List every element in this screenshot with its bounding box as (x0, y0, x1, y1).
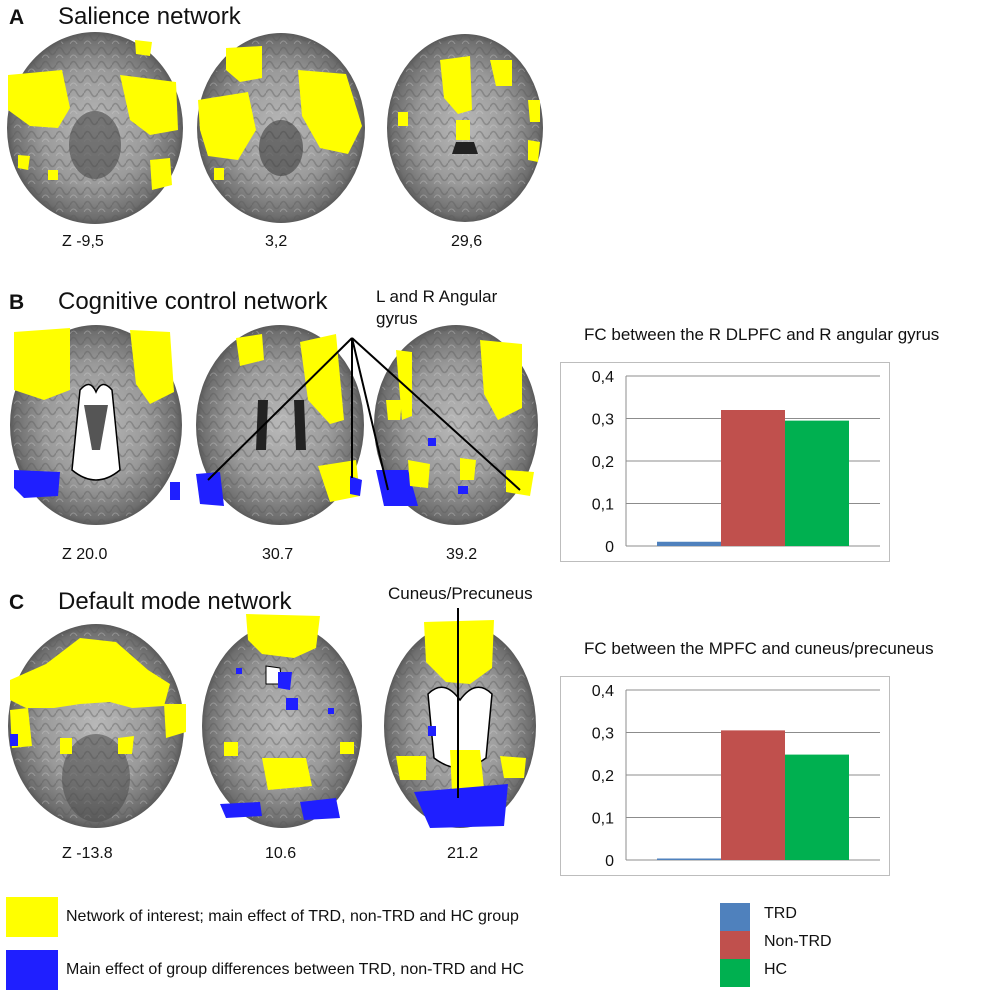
chart-2-title: FC between the MPFC and cuneus/precuneus (584, 639, 934, 658)
chart-frame (560, 362, 890, 562)
brain-slice-b2 (196, 325, 364, 525)
panel-b-letter: B (9, 291, 25, 314)
y-tick-label: 0,2 (592, 768, 614, 785)
y-tick-label: 0,4 (592, 683, 614, 700)
panel-a-title: Salience network (58, 3, 241, 30)
y-tick-label: 0 (605, 853, 614, 870)
bar-trd (657, 858, 721, 860)
y-tick-label: 0 (605, 539, 614, 556)
yellow-activation (8, 70, 70, 128)
legend-non-trd-label: Non-TRD (764, 933, 832, 950)
legend-trd-swatch (720, 903, 750, 931)
legend-non-trd-swatch (720, 931, 750, 959)
brain-slice-a2 (197, 33, 365, 223)
bar-hc (785, 754, 849, 860)
panel-c-letter: C (9, 591, 25, 614)
legend-yellow-text: Network of interest; main effect of TRD,… (66, 908, 519, 925)
brain-slice-a1 (7, 32, 183, 224)
chart-1-title: FC between the R DLPFC and R angular gyr… (584, 325, 940, 344)
angular-gyrus-annotation: L and R Angular (376, 287, 498, 306)
slice-label: Z -9,5 (62, 233, 104, 250)
slice-label: 29,6 (451, 233, 483, 250)
panel-b-title: Cognitive control network (58, 288, 328, 315)
fc-mpfc-cuneus-bar-chart: 0 0,1 0,2 0,3 0,4 (560, 676, 890, 876)
legend-hc-swatch (720, 959, 750, 987)
slice-label: Z -13.8 (62, 845, 113, 862)
panel-a-brain-slices (7, 32, 543, 224)
y-tick-label: 0,3 (592, 412, 614, 429)
brain-slice-c3 (384, 620, 536, 828)
y-tick-label: 0,4 (592, 369, 614, 386)
legend-trd-label: TRD (764, 905, 797, 922)
panel-c-brain-slices (8, 608, 536, 828)
slice-label: 21.2 (447, 845, 479, 862)
slice-label: 10.6 (265, 845, 297, 862)
bar-hc (785, 420, 849, 546)
chart-frame (560, 676, 890, 876)
brain-slice-c1 (8, 624, 186, 828)
slice-label: 30.7 (262, 546, 294, 563)
panel-b-brain-slices (10, 325, 538, 525)
panel-c-title: Default mode network (58, 588, 292, 615)
y-tick-label: 0,3 (592, 726, 614, 743)
y-tick-label: 0,1 (592, 811, 614, 828)
panel-a-letter: A (9, 6, 25, 29)
yellow-activation (120, 75, 178, 135)
brain-slice-a3 (387, 34, 543, 222)
bar-non-trd (721, 730, 785, 860)
angular-gyrus-pointer-lines (207, 337, 521, 491)
cuneus-annotation: Cuneus/Precuneus (388, 584, 533, 603)
y-tick-label: 0,2 (592, 454, 614, 471)
slice-label: Z 20.0 (62, 546, 108, 563)
brain-slice-b3 (374, 325, 538, 525)
brain-slice-c2 (202, 614, 362, 828)
angular-gyrus-annotation-cont: gyrus (376, 309, 418, 328)
legend-yellow-swatch (6, 897, 58, 937)
slice-label: 3,2 (265, 233, 288, 250)
bar-trd (657, 541, 721, 546)
legend-hc-label: HC (764, 961, 788, 978)
bar-non-trd (721, 410, 785, 546)
legend-blue-swatch (6, 950, 58, 990)
slice-label: 39.2 (446, 546, 478, 563)
fc-dlpfc-angular-bar-chart: 0 0,1 0,2 0,3 0,4 (560, 362, 890, 562)
y-tick-label: 0,1 (592, 497, 614, 514)
brain-slice-b1 (10, 325, 182, 525)
legend-blue-text: Main effect of group differences between… (66, 961, 525, 978)
